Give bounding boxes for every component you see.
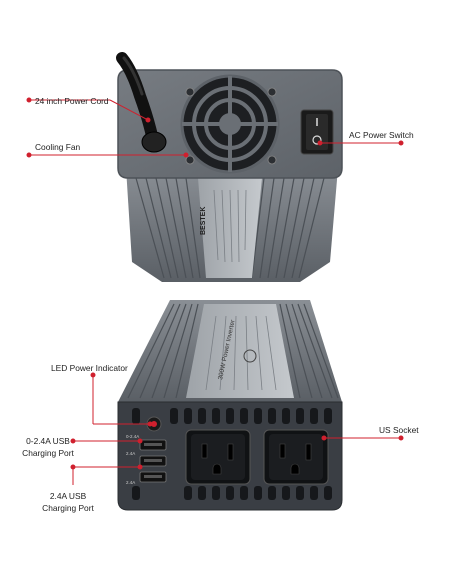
bottom-unit-label-plate	[186, 304, 294, 398]
screw-bottom-right	[267, 155, 277, 165]
usb-port-1	[139, 439, 167, 451]
usb-port-2	[139, 455, 167, 467]
callout-lines	[26, 97, 404, 485]
label-usb-fixed-line1: 2.4A USB	[49, 491, 87, 501]
top-brand-mark: BESTEK	[200, 207, 207, 235]
screw-bottom-left	[185, 155, 195, 165]
screw-top-right	[267, 87, 277, 97]
bottom-unit-fins	[127, 303, 339, 399]
cooling-fan	[180, 74, 280, 174]
label-power-cord: 24 inch Power Cord	[35, 96, 109, 106]
us-socket-left	[185, 429, 251, 485]
label-us-socket: US Socket	[379, 425, 419, 435]
us-socket-right	[263, 429, 329, 485]
certification-badge	[243, 349, 257, 363]
power-cord	[116, 52, 167, 153]
bottom-unit: 300W Power Inverter	[117, 300, 343, 511]
usb-port-3	[139, 471, 167, 483]
label-text-lines	[213, 189, 247, 263]
label-led-power-indicator: LED Power Indicator	[51, 363, 128, 373]
ac-power-switch	[300, 109, 334, 155]
label-cooling-fan: Cooling Fan	[35, 142, 81, 152]
usb-mark-3: 2.4A	[126, 480, 135, 485]
screw-top-left	[185, 87, 195, 97]
vent-slots	[132, 408, 332, 500]
top-unit: BESTEK	[116, 52, 343, 282]
usb-mark-1: 0-2.4A	[126, 434, 139, 439]
label-usb-variable-line1: 0-2.4A USB	[26, 436, 70, 446]
top-unit-fins	[135, 177, 325, 279]
label-ac-power-switch: AC Power Switch	[349, 130, 414, 140]
usb-mark-2: 2.4A	[126, 451, 135, 456]
label-usb-fixed-line2: Charging Port	[42, 503, 94, 513]
bottom-label-text-lines	[205, 315, 277, 391]
label-usb-variable-line2: Charging Port	[22, 448, 74, 458]
